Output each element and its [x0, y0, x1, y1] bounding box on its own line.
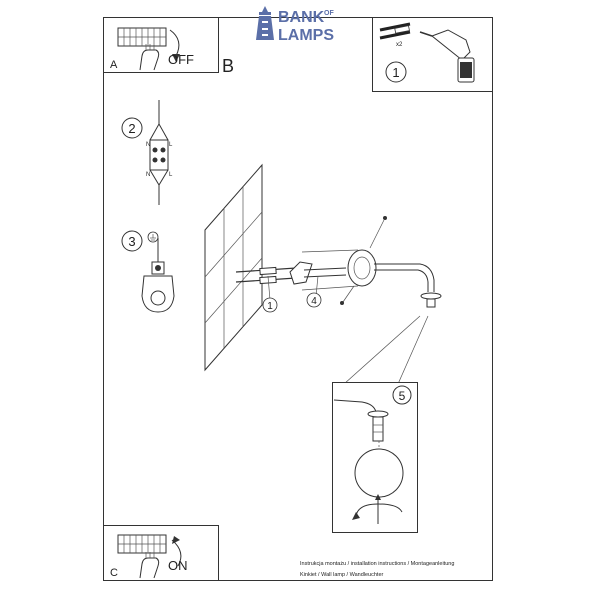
brand-line1: BANK [278, 9, 325, 26]
hand-icon [139, 44, 160, 71]
terminal-block-icon [117, 27, 167, 47]
step-1-small-circle [262, 297, 278, 313]
screw-in-arrow-icon [352, 494, 403, 524]
hand-icon [139, 552, 160, 579]
step-4-number: 4 [311, 296, 317, 307]
screw-count: x2 [396, 42, 403, 48]
terminal-block-icon [117, 534, 167, 554]
wire-l-bottom: L [169, 172, 173, 178]
lamp-arm-detail [333, 399, 389, 442]
panel-c-letter: C [110, 567, 118, 579]
lighthouse-icon [256, 6, 274, 40]
footer-line1: Instrukcja montażu / installation instru… [300, 561, 454, 567]
cap-screws [340, 216, 387, 305]
step-1-circle [385, 61, 407, 83]
ground-symbol-icon [147, 231, 159, 243]
brand-logo: BANK OF LAMPS [256, 6, 334, 44]
step-1-small-number: 1 [267, 301, 273, 312]
brand-line2: LAMPS [278, 27, 334, 44]
step-1-tools-panel: x2 1 [372, 17, 493, 92]
panel-a-letter: A [110, 59, 118, 71]
brand-of: OF [324, 10, 334, 17]
step-2-number: 2 [128, 121, 135, 136]
mounting-plate [289, 261, 313, 285]
glass-globe-icon [354, 448, 404, 498]
step-2-wiring: 2 N L N L [121, 100, 173, 205]
outer-frame [103, 17, 493, 581]
step-3-number: 3 [128, 234, 135, 249]
panel-b-letter: B [222, 56, 234, 76]
wire-l-top: L [169, 142, 173, 148]
screw-and-dowel-icon [379, 22, 411, 40]
step-3-ground: 3 [121, 230, 175, 313]
panel-a-label: OFF [168, 52, 194, 67]
panel-a-switch-off: A OFF [103, 17, 219, 73]
lamp-arm [374, 263, 442, 308]
ground-terminal-icon [141, 261, 175, 313]
step-5-number: 5 [399, 389, 406, 403]
step-5-panel: 5 [332, 382, 418, 533]
mounting-screws [235, 266, 297, 285]
drill-icon [419, 29, 475, 83]
panel-c-label: ON [168, 558, 188, 573]
panel-c-switch-on: C ON [103, 525, 219, 581]
wall-canopy [301, 249, 377, 291]
wire-n-top: N [146, 142, 150, 148]
wall-tiles [204, 163, 263, 372]
wire-n-bottom: N [146, 172, 150, 178]
wire-connector-icon [149, 100, 169, 205]
footer-line2: Kinkiet / Wall lamp / Wandleuchter [300, 572, 384, 578]
step-1-number: 1 [392, 65, 399, 80]
rotate-arrow-icon [169, 29, 180, 57]
step-4-circle [306, 292, 322, 308]
